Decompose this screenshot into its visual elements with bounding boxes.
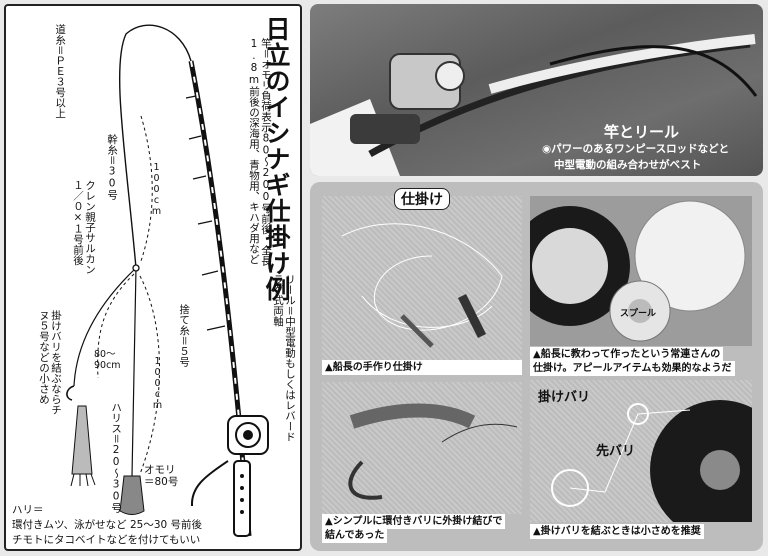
rod-guides: [185, 95, 226, 331]
caption-regular-rig-1: ▲船長に教わって作ったという常連さんの: [530, 347, 724, 362]
rig-drawing-2: [510, 200, 746, 342]
caption-handmade-rig: ▲船長の手作り仕掛け: [322, 360, 522, 375]
sinker: [119, 475, 145, 515]
label-omori: オモリ＝80号: [144, 464, 179, 489]
label-kuren-swivel: クレン親子サルカン １／０×１号前後: [71, 180, 96, 285]
reel: [227, 415, 269, 455]
top-photo-caption-2: 中型電動の組み合わせがベスト: [554, 159, 702, 171]
rod-reel-illustration: [310, 34, 758, 176]
caption-hook-rig-2: 結んであった: [322, 528, 388, 543]
rod-reel-photo: 竿とリール ◉パワーのあるワンピースロッドなどと 中型電動の組み合わせがベスト: [310, 4, 763, 176]
harisu-line: [131, 267, 137, 477]
top-photo-heading: 竿とリール: [604, 123, 680, 141]
label-reel: リール＝中型電動もしくはレバードラグ式両軸: [271, 274, 296, 442]
swivel: [132, 264, 140, 272]
label-kakebari-photo: 掛けバリ: [538, 390, 591, 405]
label-sutebito: 捨て糸＝５号: [178, 304, 191, 367]
photo-kakebari: 掛けバリ 先バリ: [530, 380, 768, 540]
label-sakibari-photo: 先バリ: [596, 444, 636, 459]
caption-hook-rig-1: ▲シンプルに環付きバリに外掛け結びで: [322, 514, 506, 529]
top-photo-caption-1: ◉パワーのあるワンピースロッドなどと: [542, 143, 730, 155]
photo-regular-rig: スプール: [510, 196, 752, 346]
mikiito-left: [73, 267, 137, 387]
caption-kakebari: ▲掛けバリを結ぶときは小さめを推奨: [530, 524, 704, 539]
dist-100-bottom: 100cm: [152, 356, 163, 411]
dist-100-top: 100cm: [151, 162, 162, 217]
section-heading: 仕掛け: [394, 188, 450, 210]
photo-handmade-rig: [322, 196, 522, 360]
dist-80-90: 80〜90cm: [94, 349, 121, 371]
hook: [66, 385, 75, 401]
label-hari-3: チモトにタコベイトなどを付けてもいい: [12, 534, 201, 546]
spool-label: スプール: [620, 309, 657, 319]
caption-regular-rig-2: 仕掛け。アピールアイテムも効果的なようだ: [530, 361, 735, 376]
main-line: [118, 24, 192, 269]
label-rod: 竿＝オモリ負荷表示80〜200号前後、全長1.8m前後の深海用、青物用、キハダ用…: [247, 38, 272, 266]
diagram-title: 日立のイシナギ仕掛け例: [262, 16, 291, 302]
rig-photos-section: 仕掛け ▲船長の手作り仕掛け スプール ▲船長に教わって作ったという常連さんの …: [310, 182, 768, 551]
rig-drawing-4: [551, 400, 768, 540]
octopus-bait: [71, 405, 93, 475]
label-hari-1: ハリ＝: [12, 504, 44, 516]
label-kakebari: 掛けバリを結ぶならチヌ５号などの小さめ: [37, 310, 62, 415]
rig-drawing-1: [341, 223, 503, 348]
label-michiito: 道糸＝ＰＥ３号以上: [54, 24, 67, 119]
rig-diagram-panel: 日立のイシナギ仕掛け例 道糸＝ＰＥ３号以上 竿＝オモリ負荷表示80〜200号前後…: [4, 4, 302, 551]
label-mikiito: 幹糸＝30号: [106, 134, 119, 200]
rig-diagram: [66, 24, 269, 537]
rig-drawing-3: [348, 403, 518, 500]
label-harisu: ハリス＝20〜30号: [110, 402, 123, 513]
label-hari-2: 環付きムツ、泳がせなど 25〜30 号前後: [12, 519, 203, 531]
photo-hook-rig: [322, 382, 522, 514]
